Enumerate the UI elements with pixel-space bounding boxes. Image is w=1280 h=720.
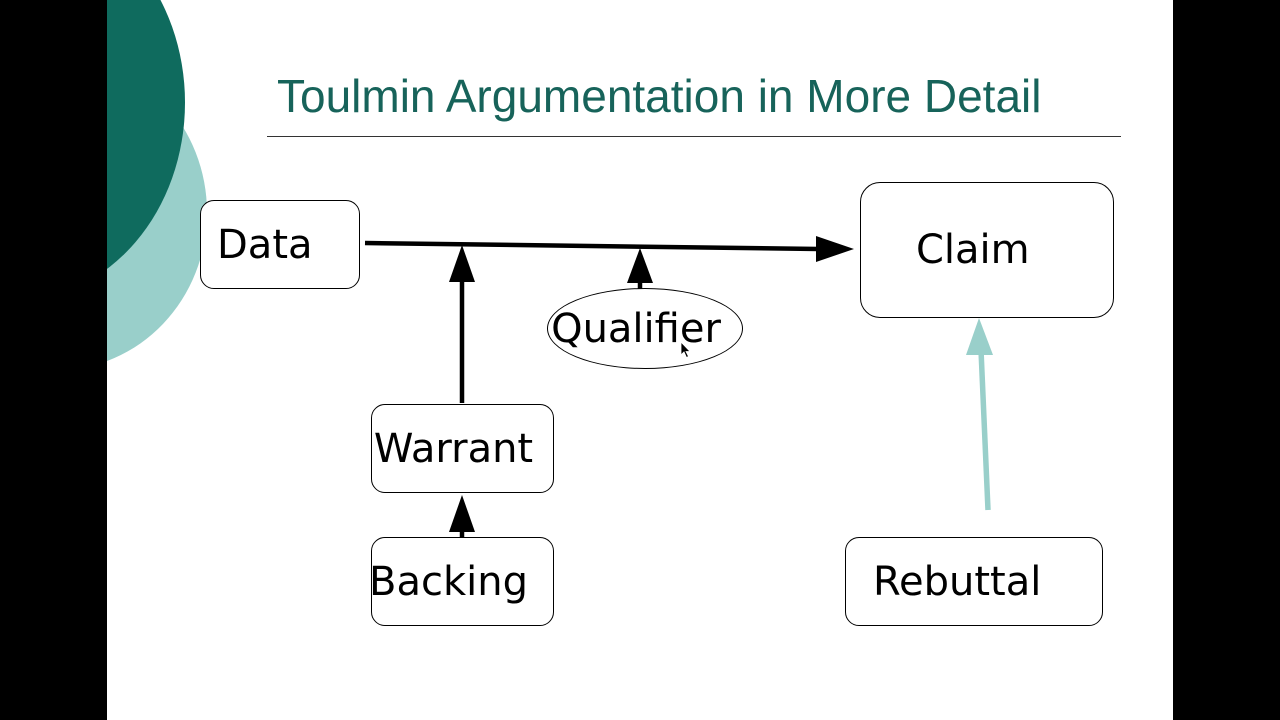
- arrow-data-to-claim: [364, 240, 820, 252]
- node-claim-label: Claim: [916, 227, 1030, 273]
- arrowhead-rebuttal: [966, 318, 993, 355]
- title-divider: [267, 136, 1121, 137]
- node-qualifier: Qualifier: [547, 288, 743, 369]
- slide: Toulmin Argumentation in More Detail Dat…: [107, 0, 1173, 720]
- node-warrant: Warrant: [371, 404, 554, 493]
- node-backing-label: Backing: [369, 558, 528, 605]
- node-warrant-label: Warrant: [373, 425, 534, 472]
- arrowhead-warrant-link: [449, 245, 475, 282]
- mouse-pointer-icon: [681, 342, 691, 358]
- arrow-rebuttal-to-claim: [978, 349, 991, 511]
- arrowhead-warrant: [449, 495, 475, 532]
- arrowhead-qualifier-link: [627, 248, 653, 283]
- node-rebuttal: Rebuttal: [845, 537, 1103, 626]
- slide-title: Toulmin Argumentation in More Detail: [277, 70, 1042, 122]
- node-claim: Claim: [860, 182, 1114, 318]
- arrowhead-claim: [816, 236, 854, 262]
- node-data: Data: [200, 200, 360, 289]
- node-rebuttal-label: Rebuttal: [873, 558, 1042, 605]
- node-backing: Backing: [369, 537, 554, 626]
- node-qualifier-label: Qualifier: [551, 305, 721, 352]
- node-data-label: Data: [217, 221, 313, 268]
- diagram-arrows: [364, 236, 993, 537]
